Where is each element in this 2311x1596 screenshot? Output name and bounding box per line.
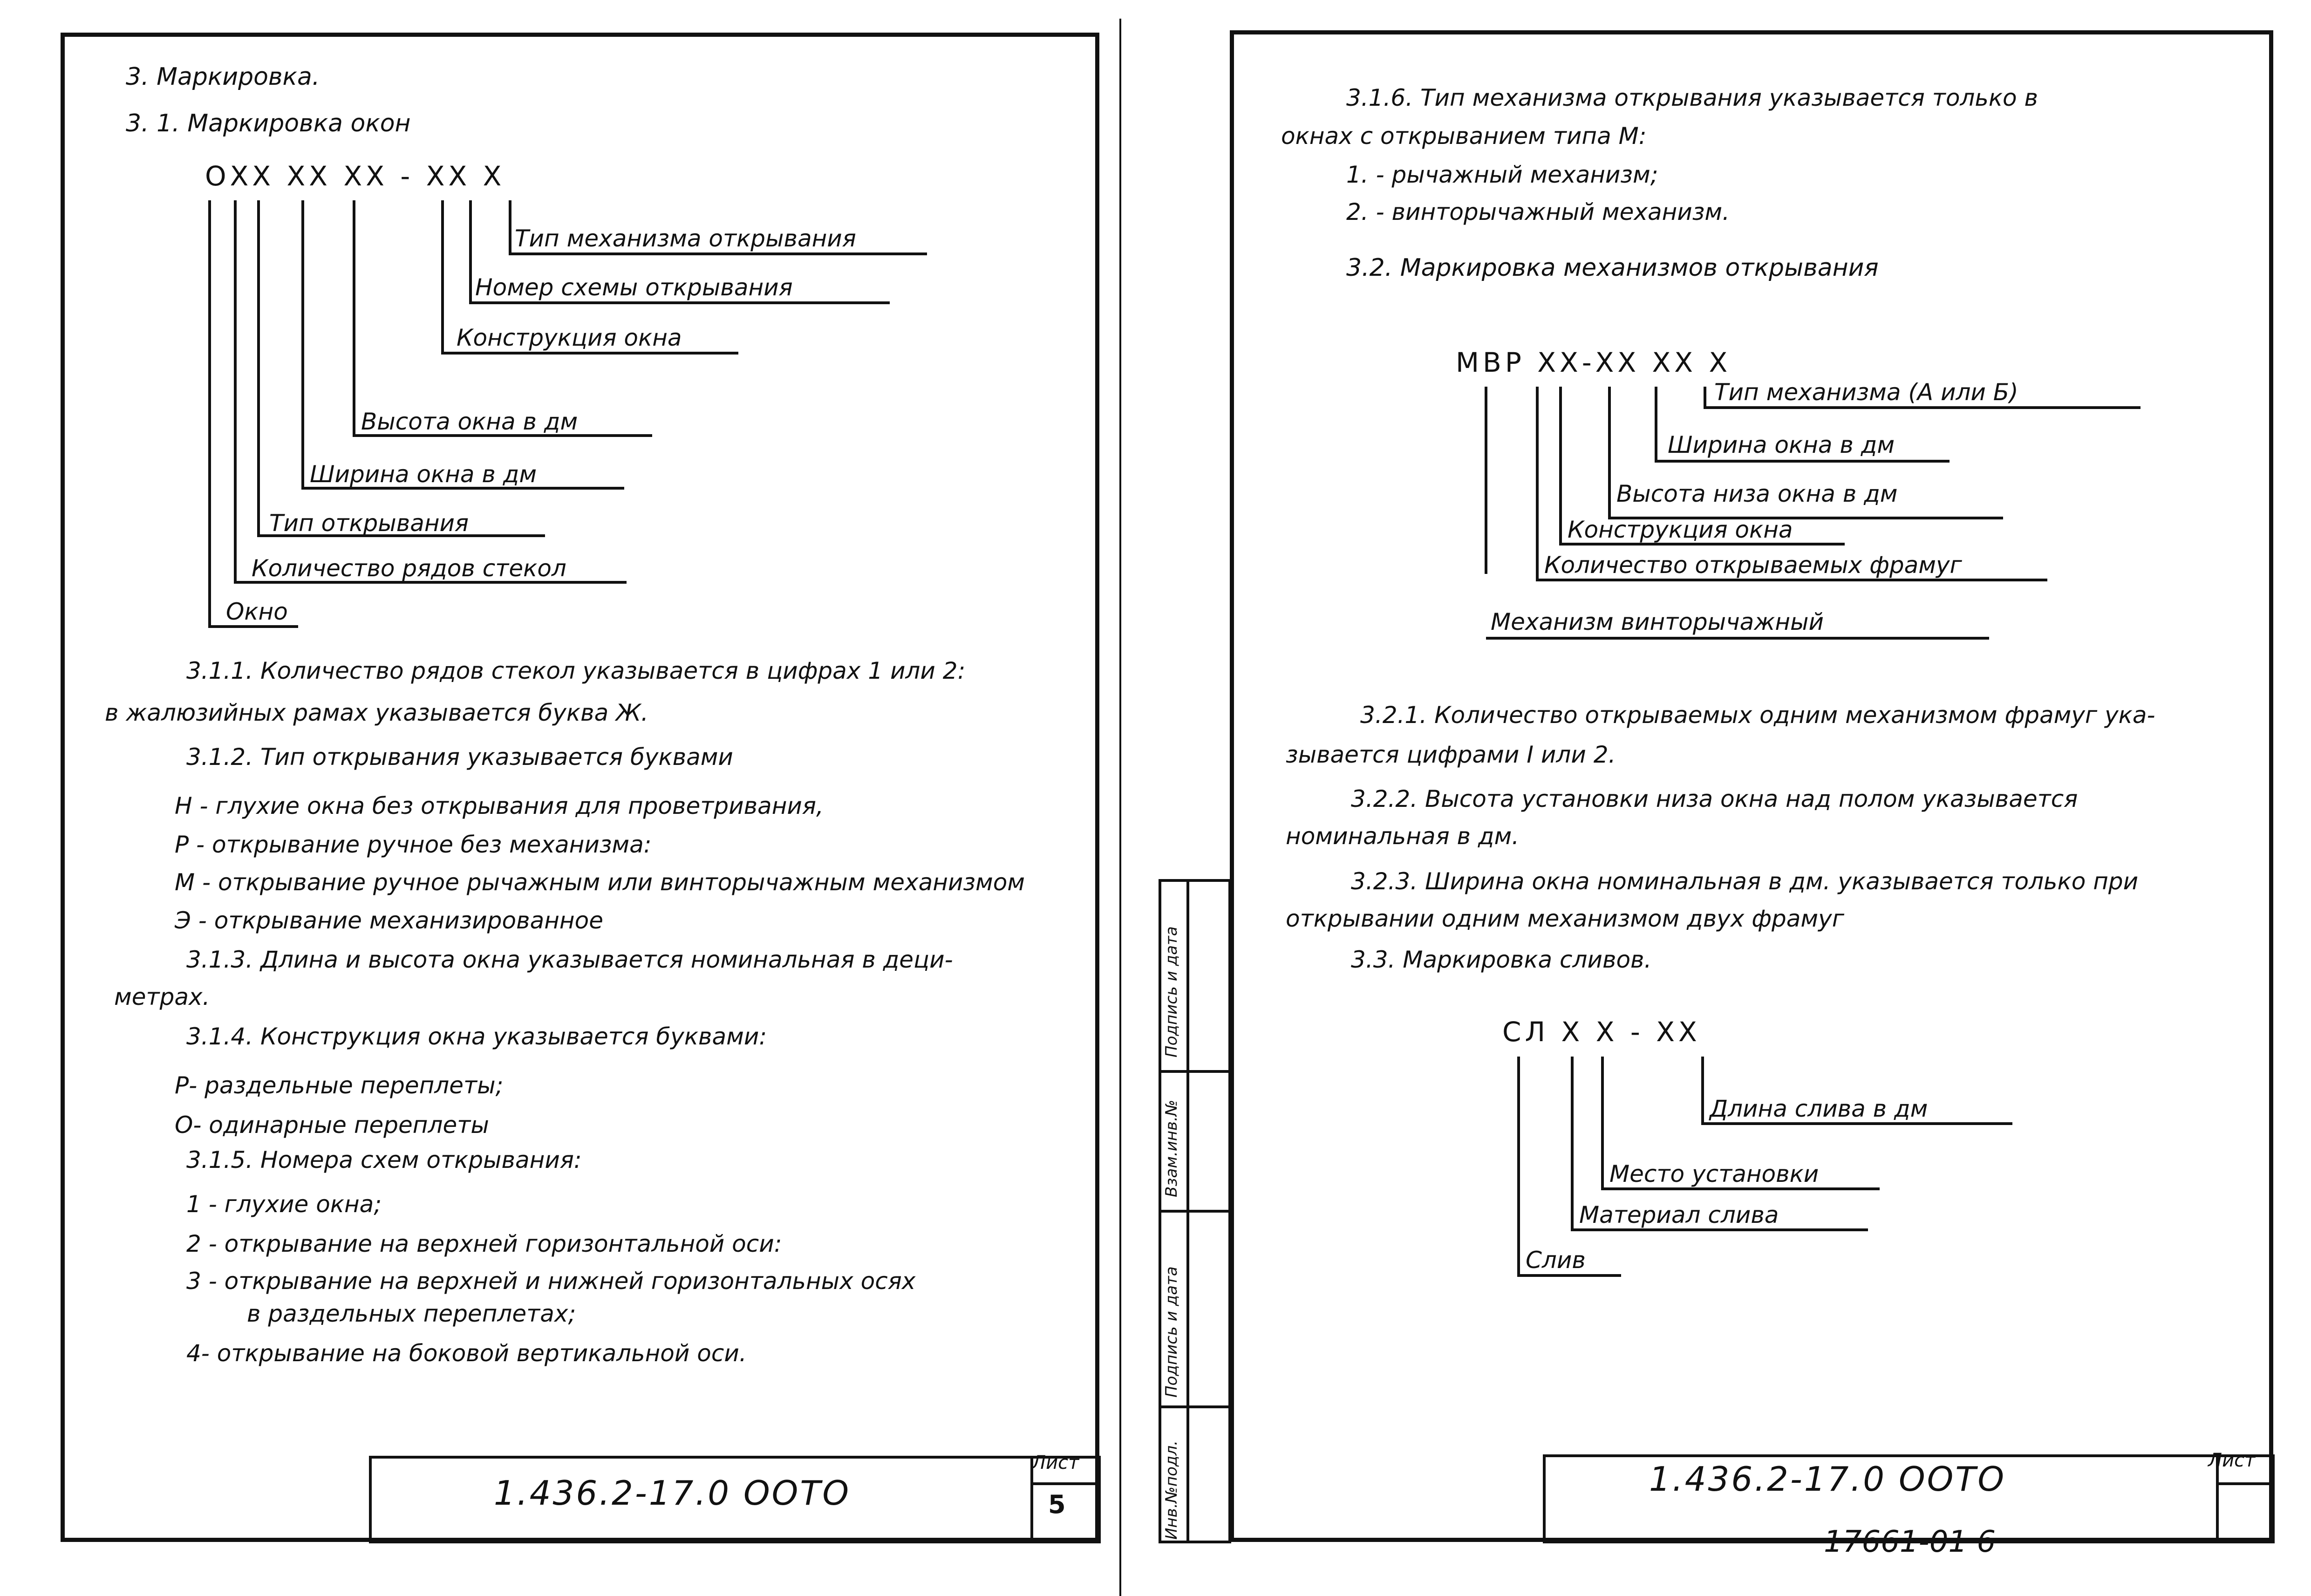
heading-mechanism-marking: 3.2. Маркировка механизмов открывания <box>1346 254 1879 282</box>
label-mech-bottom-height: Высота низа окна в дм <box>1616 480 1898 507</box>
label-window-width: Ширина окна в дм <box>310 461 537 488</box>
heading-marking: 3. Маркировка. <box>126 63 320 91</box>
scheme-4: 4- открывание на боковой вертикальной ос… <box>186 1340 747 1367</box>
item-n: Н - глухие окна без открывания для прове… <box>175 792 824 819</box>
item-r: Р - открывание ручное без механизма: <box>175 831 652 858</box>
label-scheme-number: Номер схемы открывания <box>475 274 793 301</box>
right-page-frame <box>1230 30 2273 1542</box>
left-sheet-label: Лист <box>1032 1452 1079 1473</box>
para-3-1-1-b: в жалюзийных рамах указывается буква Ж. <box>105 699 648 726</box>
label-drip: Слив <box>1526 1247 1586 1274</box>
para-3-2-2-a: 3.2.2. Высота установки низа окна над по… <box>1351 785 2078 812</box>
right-doc-number: 1.436.2-17.0 ООТО <box>1649 1460 2006 1499</box>
mech-2: 2. - винторычажный механизм. <box>1346 198 1730 225</box>
para-3-2-1-a: 3.2.1. Количество открываемых одним меха… <box>1360 702 2155 729</box>
label-mech-width: Ширина окна в дм <box>1668 431 1895 458</box>
item-e: Э - открывание механизированное <box>175 907 603 934</box>
label-mech-transoms: Количество открываемых фрамуг <box>1544 552 1962 579</box>
mech-1: 1. - рычажный механизм; <box>1346 161 1658 188</box>
para-3-1-2: 3.1.2. Тип открывания указывается буквам… <box>186 743 733 771</box>
heading-window-marking: 3. 1. Маркировка окон <box>126 109 411 137</box>
para-3-2-3-b: открывании одним механизмом двух фрамуг <box>1286 905 1844 932</box>
para-3-1-5: 3.1.5. Номера схем открывания: <box>186 1146 582 1173</box>
right-sheet-label: Лист <box>2208 1450 2256 1471</box>
label-drip-location: Место установки <box>1609 1160 1819 1187</box>
para-3-1-3-b: метрах. <box>114 983 210 1010</box>
drip-code: СЛ Х Х - ХХ <box>1502 1016 1701 1048</box>
label-mech-kind: Механизм винторычажный <box>1491 608 1824 635</box>
scheme-1: 1 - глухие окна; <box>186 1191 382 1218</box>
label-drip-material: Материал слива <box>1579 1201 1779 1228</box>
scheme-3-b: в раздельных переплетах; <box>247 1300 576 1327</box>
label-drip-length: Длина слива в дм <box>1710 1095 1928 1122</box>
label-mechanism-type: Тип механизма открывания <box>515 225 856 252</box>
para-3-2-3-a: 3.2.3. Ширина окна номинальная в дм. ука… <box>1351 868 2139 895</box>
para-3-1-6-b: окнах с открыванием типа М: <box>1281 123 1647 150</box>
label-glass-rows: Количество рядов стекол <box>252 555 566 582</box>
left-doc-number: 1.436.2-17.0 ООТО <box>494 1473 851 1513</box>
para-3-1-3-a: 3.1.3. Длина и высота окна указывается н… <box>186 946 953 973</box>
left-page-frame <box>61 33 1099 1542</box>
window-code: ОХХ ХХ ХХ - ХХ Х <box>205 160 505 192</box>
scheme-2: 2 - открывание на верхней горизонтальной… <box>186 1230 782 1257</box>
para-3-1-1-a: 3.1.1. Количество рядов стекол указывает… <box>186 657 966 684</box>
item-m: М - открывание ручное рычажным или винто… <box>175 869 1025 896</box>
para-3-1-4: 3.1.4. Конструкция окна указывается букв… <box>186 1023 767 1050</box>
para-3-2-1-b: зывается цифрами I или 2. <box>1286 741 1616 768</box>
label-window-height: Высота окна в дм <box>361 408 578 435</box>
label-window-construction: Конструкция окна <box>457 324 682 351</box>
left-sheet-number: 5 <box>1048 1490 1066 1519</box>
heading-drip-marking: 3.3. Маркировка сливов. <box>1351 946 1652 973</box>
item-rp: Р- раздельные переплеты; <box>175 1072 504 1099</box>
scheme-3-a: 3 - открывание на верхней и нижней гориз… <box>186 1268 916 1295</box>
para-3-1-6-a: 3.1.6. Тип механизма открывания указывае… <box>1346 84 2038 111</box>
item-op: О- одинарные переплеты <box>175 1112 489 1139</box>
drawing-lines <box>208 19 2275 1596</box>
mechanism-code: МВР ХХ-ХХ ХХ Х <box>1456 347 1732 378</box>
label-mech-type: Тип механизма (А или Б) <box>1714 379 2018 406</box>
label-window: Окно <box>226 598 288 625</box>
label-mech-construction: Конструкция окна <box>1568 516 1793 543</box>
label-opening-type: Тип открывания <box>269 510 469 537</box>
para-3-2-2-b: номинальная в дм. <box>1286 823 1520 850</box>
